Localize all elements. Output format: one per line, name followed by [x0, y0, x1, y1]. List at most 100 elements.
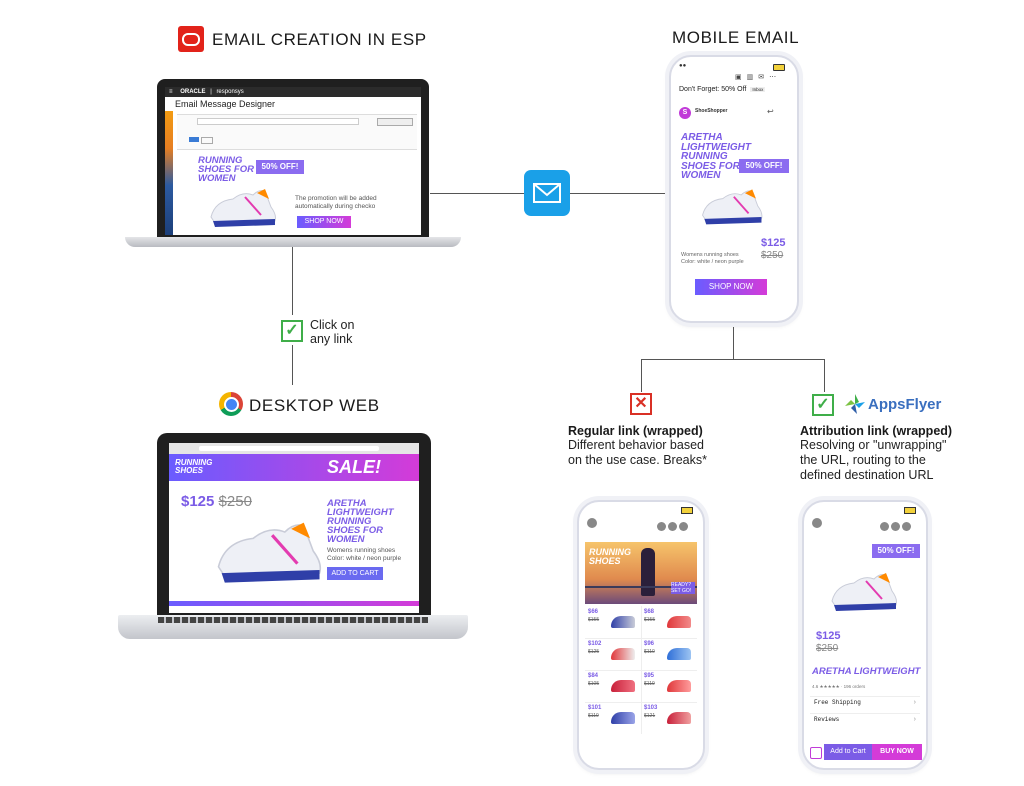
attr-cart-icon[interactable] — [880, 522, 889, 531]
mobile-shop-now-button[interactable]: SHOP NOW — [695, 279, 767, 295]
attr-more-icon[interactable] — [902, 522, 911, 531]
mobile-shoe-image — [697, 181, 767, 236]
phone-regular-link: RUNNING SHOES READY? SET GO! $66 $155 $6… — [577, 500, 705, 770]
appsflyer-logo-icon — [843, 392, 867, 416]
connector-mail-to-phone — [570, 193, 670, 194]
sender-avatar: S — [679, 107, 691, 119]
esp-tab-button-2[interactable] — [201, 137, 213, 144]
web-headline: ARETHA LIGHTWEIGHT RUNNING SHOES FOR WOM… — [327, 499, 407, 544]
menu-icon[interactable]: ≡ — [169, 89, 173, 95]
grid-shoe — [667, 712, 691, 724]
grid-cell[interactable]: $68 $155 — [641, 606, 697, 639]
attribution-link-note: Attribution link (wrapped) Resolving or … — [800, 424, 952, 483]
grid-cell[interactable]: $101 $119 — [585, 702, 642, 734]
regular-link-line1: Different behavior based — [568, 438, 707, 453]
click-note: Click on any link — [310, 318, 354, 346]
attr-buy-now-button[interactable]: BUY NOW — [872, 744, 922, 760]
mail-icon[interactable]: ✉ — [758, 74, 769, 81]
grid-cell[interactable]: $102 $125 — [585, 638, 642, 671]
attr-phone-statusbar — [812, 507, 918, 513]
regular-link-line2: on the use case. Breaks* — [568, 453, 707, 468]
web-shoe-image — [209, 511, 329, 596]
mobile-price-old: $250 — [761, 250, 783, 261]
esp-brand1: ORACLE — [180, 89, 205, 95]
mobile-subject-text: Don't Forget: 50% Off — [679, 86, 746, 93]
keyboard-keys — [158, 617, 428, 623]
esp-topbar: ≡ ORACLE | responsys — [165, 87, 421, 97]
web-add-to-cart-button[interactable]: ADD TO CART — [327, 567, 383, 580]
check-icon: ✓ — [281, 320, 303, 342]
grid-cell[interactable]: $96 $110 — [641, 638, 697, 671]
chevron-right-icon: › — [914, 716, 916, 723]
mobile-toolbar-icons: ▣▥✉⋯ — [735, 73, 781, 81]
esp-toolbar — [177, 114, 417, 150]
regular-phone-statusbar — [587, 507, 695, 513]
archive-icon[interactable]: ▣ — [735, 74, 747, 81]
x-icon: ✕ — [630, 393, 652, 415]
envelope-icon — [524, 170, 570, 216]
click-note-line2: any link — [310, 332, 354, 346]
grid-shoe — [667, 616, 691, 628]
esp-badge: 50% OFF! — [256, 160, 304, 174]
heading-esp: EMAIL CREATION IN ESP — [212, 30, 427, 50]
esp-field[interactable] — [197, 118, 359, 125]
web-desc2: Color: white / neon purple — [327, 555, 401, 562]
attr-price-new: $125 — [816, 630, 840, 642]
esp-tab-button[interactable] — [189, 137, 199, 142]
regular-battery-icon — [681, 507, 693, 514]
esp-screen: ≡ ORACLE | responsys Email Message Desig… — [165, 87, 421, 235]
grid-cell[interactable]: $84 $105 — [585, 670, 642, 703]
sender-name: ShoeShopper — [695, 108, 728, 114]
regular-link-title: Regular link (wrapped) — [568, 424, 707, 438]
esp-save-button[interactable] — [377, 118, 413, 126]
connector-branch-right — [824, 359, 825, 392]
click-note-line1: Click on — [310, 318, 354, 332]
esp-shop-now-button[interactable]: SHOP NOW — [297, 216, 351, 228]
attr-shoe-image — [826, 564, 902, 623]
grid-cell[interactable]: $103 $121 — [641, 702, 697, 734]
esp-laptop: ≡ ORACLE | responsys Email Message Desig… — [157, 79, 429, 237]
grid-cell[interactable]: $66 $155 — [585, 606, 642, 639]
regular-product-grid: $66 $155 $68 $155 $102 $125 $96 $110 $84… — [585, 606, 697, 736]
esp-designer-title: Email Message Designer — [175, 99, 275, 109]
runner-figure — [641, 548, 655, 596]
web-footer-strip — [169, 601, 419, 606]
chevron-right-icon: › — [914, 699, 916, 706]
mobile-subject: Don't Forget: 50% Off Inbox — [679, 86, 789, 93]
mobile-price-new: $125 — [761, 237, 785, 249]
attr-headline: ARETHA LIGHTWEIGHT — [812, 667, 920, 676]
connector-branch-horizontal — [641, 359, 825, 360]
grid-shoe — [611, 648, 635, 660]
attribution-link-line2: the URL, routing to the — [800, 453, 952, 468]
web-sale: SALE! — [327, 457, 381, 478]
desktop-screen: RUNNING SHOES SALE! $125 $250 ARETHA LIG… — [169, 443, 419, 613]
attr-back-icon[interactable] — [812, 518, 822, 528]
desktop-laptop: RUNNING SHOES SALE! $125 $250 ARETHA LIG… — [157, 433, 431, 615]
browser-address-field[interactable] — [199, 446, 379, 451]
store-icon[interactable] — [810, 747, 822, 759]
connector-phone-down — [733, 320, 734, 360]
web-prices: $125 $250 — [181, 493, 252, 510]
attr-add-to-cart-button[interactable]: Add to Cart — [824, 744, 872, 760]
mobile-email-phone: ●● ▣▥✉⋯ Don't Forget: 50% Off Inbox S Sh… — [669, 55, 799, 323]
esp-promo-text: The promotion will be added automaticall… — [295, 195, 377, 211]
web-desc1: Womens running shoes — [327, 547, 395, 554]
trash-icon[interactable]: ▥ — [747, 74, 759, 81]
grid-shoe — [611, 712, 635, 724]
phone-attribution-link: 50% OFF! $125 $250 ARETHA LIGHTWEIGHT 4.… — [802, 500, 928, 770]
more-dots-icon[interactable] — [679, 522, 688, 531]
attr-bottom-bar: Add to Cart BUY NOW — [804, 744, 926, 760]
attr-row-shipping[interactable]: Free Shipping › — [810, 696, 920, 713]
more-icon[interactable]: ⋯ — [769, 74, 781, 81]
reply-icon[interactable]: ↩ — [767, 107, 774, 116]
attr-row-reviews[interactable]: Reviews › — [810, 713, 920, 730]
heart-icon[interactable] — [668, 522, 677, 531]
desktop-laptop-keyboard — [118, 615, 468, 639]
cart-icon[interactable] — [657, 522, 666, 531]
connector-laptop-to-mail — [430, 193, 526, 194]
regular-link-note: Regular link (wrapped) Different behavio… — [568, 424, 707, 468]
web-price-old: $250 — [219, 493, 252, 510]
attr-heart-icon[interactable] — [891, 522, 900, 531]
grid-cell[interactable]: $95 $119 — [641, 670, 697, 703]
regular-back-icon[interactable] — [587, 518, 597, 528]
